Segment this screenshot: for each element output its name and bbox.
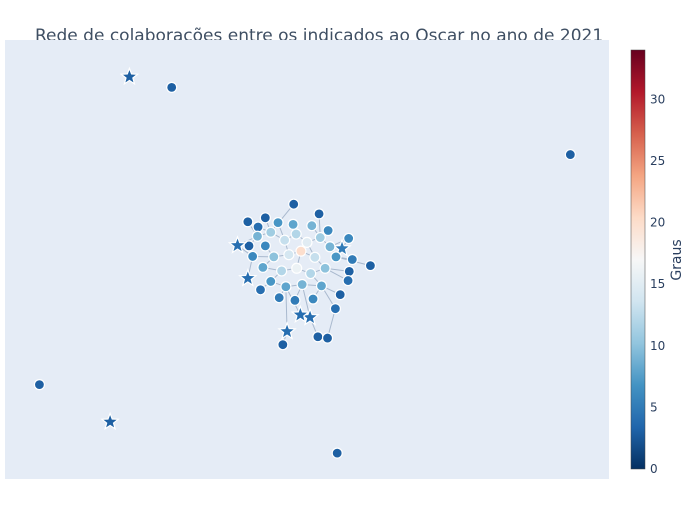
node-circle-marker[interactable] — [347, 255, 357, 265]
node-circle-marker[interactable] — [307, 221, 317, 231]
colorbar-tick-label: 10 — [650, 339, 665, 353]
node-circle-marker[interactable] — [288, 219, 298, 229]
colorbar-tick-label: 20 — [650, 216, 665, 230]
node-circle-marker[interactable] — [306, 269, 316, 279]
node-circle-marker[interactable] — [260, 213, 270, 223]
node-circle-marker[interactable] — [243, 217, 253, 227]
node-circle-marker[interactable] — [315, 233, 325, 243]
node-circle-marker[interactable] — [302, 237, 312, 247]
node-circle-marker[interactable] — [167, 82, 177, 92]
node-circle-marker[interactable] — [292, 263, 302, 273]
node-circle-marker[interactable] — [281, 282, 291, 292]
node-circle-marker[interactable] — [344, 233, 354, 243]
colorbar-ticks: 0 5 10 15 20 25 30 — [650, 92, 665, 476]
node-circle-marker[interactable] — [273, 218, 283, 228]
node-circle-marker[interactable] — [266, 227, 276, 237]
node-circle-marker[interactable] — [320, 263, 330, 273]
node-circle-marker[interactable] — [278, 340, 288, 350]
node-circle-marker[interactable] — [331, 252, 341, 262]
colorbar-tick-label: 5 — [650, 400, 658, 414]
node-circle-marker[interactable] — [316, 281, 326, 291]
node-circle-marker[interactable] — [248, 251, 258, 261]
node-circle-marker[interactable] — [330, 304, 340, 314]
node-circle-marker[interactable] — [258, 262, 268, 272]
node-circle-marker[interactable] — [284, 250, 294, 260]
node-circle-marker[interactable] — [291, 229, 301, 239]
node-circle-marker[interactable] — [266, 276, 276, 286]
node-circle-marker[interactable] — [297, 280, 307, 290]
node-circle-marker[interactable] — [280, 235, 290, 245]
node-circle-marker[interactable] — [365, 261, 375, 271]
node-circle-marker[interactable] — [252, 231, 262, 241]
node-circle-marker[interactable] — [253, 222, 263, 232]
node-circle-marker[interactable] — [274, 293, 284, 303]
node-circle-marker[interactable] — [343, 276, 353, 286]
node-circle-marker[interactable] — [565, 150, 575, 160]
node-circle-marker[interactable] — [325, 242, 335, 252]
node-circle-marker[interactable] — [313, 332, 323, 342]
node-circle-marker[interactable] — [335, 290, 345, 300]
node-circle-marker[interactable] — [323, 333, 333, 343]
node-circle-marker[interactable] — [290, 295, 300, 305]
plot-background — [5, 40, 609, 479]
node-circle-marker[interactable] — [314, 209, 324, 219]
node-circle-marker[interactable] — [308, 294, 318, 304]
colorbar-tick-label: 0 — [650, 462, 658, 476]
colorbar-tick-label: 30 — [650, 92, 665, 106]
colorbar — [631, 50, 645, 469]
node-circle-marker[interactable] — [296, 246, 306, 256]
node-circle-marker[interactable] — [332, 448, 342, 458]
colorbar-tick-label: 25 — [650, 154, 665, 168]
node-circle-marker[interactable] — [260, 241, 270, 251]
node-circle-marker[interactable] — [310, 252, 320, 262]
node-circle-marker[interactable] — [269, 252, 279, 262]
colorbar-title: Graus — [669, 239, 685, 280]
node-circle-marker[interactable] — [289, 199, 299, 209]
node-circle-marker[interactable] — [344, 266, 354, 276]
colorbar-tick-label: 15 — [650, 277, 665, 291]
node-circle-marker[interactable] — [255, 285, 265, 295]
node-circle-marker[interactable] — [34, 380, 44, 390]
node-circle-marker[interactable] — [277, 266, 287, 276]
